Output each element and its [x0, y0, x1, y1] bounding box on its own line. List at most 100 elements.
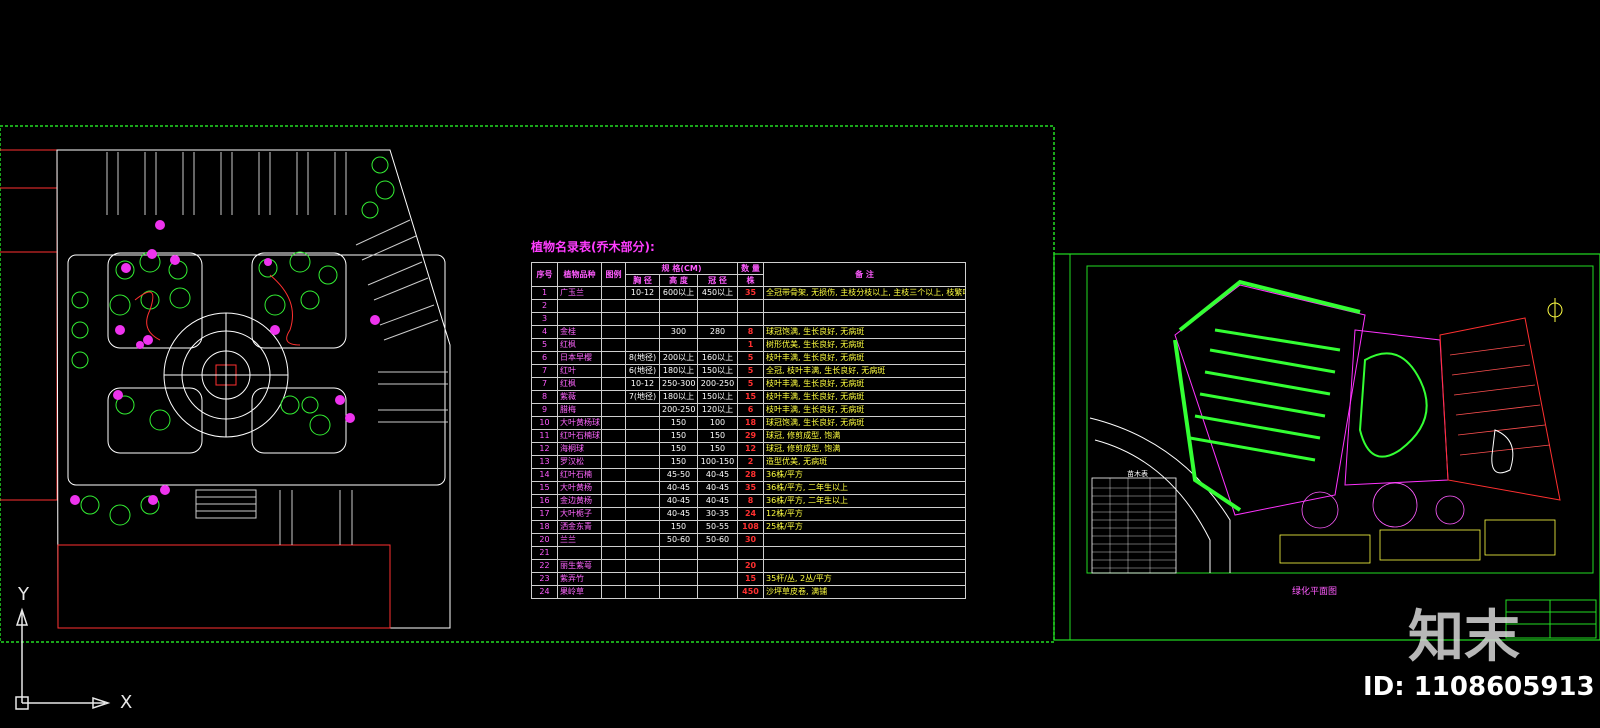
cell-name: 广玉兰	[557, 286, 602, 300]
legend-symbol-cell	[601, 325, 626, 339]
watermark-logo: 知末	[1408, 605, 1520, 670]
cell-name: 红枫	[557, 377, 602, 391]
cell-no: 16	[531, 494, 558, 508]
cell-no: 2	[531, 299, 558, 313]
cell-r: 枝叶丰满, 生长良好, 无病斑	[763, 377, 967, 391]
cell-q: 15	[737, 390, 765, 404]
cell-h: 300	[659, 325, 698, 339]
cell-no: 23	[531, 572, 558, 586]
cell-c: 50-55	[696, 520, 739, 534]
cell-h	[659, 559, 698, 573]
cell-dia	[625, 403, 660, 417]
cell-c	[696, 585, 739, 599]
cell-r: 球冠饱满, 生长良好, 无病斑	[763, 416, 967, 430]
cell-h: 200-250	[659, 403, 698, 417]
cell-name: 海桐球	[557, 442, 602, 456]
cell-q: 18	[737, 416, 765, 430]
cell-dia: 10-12	[625, 377, 660, 391]
cell-no: 20	[531, 533, 558, 547]
cell-h: 150	[659, 429, 698, 443]
cell-name: 金桂	[557, 325, 602, 339]
legend-symbol-cell	[601, 572, 626, 586]
cell-c: 160以上	[696, 351, 739, 365]
cell-c	[696, 546, 739, 560]
cell-r	[763, 312, 967, 326]
site-plan-title: 绿化平面图	[1292, 587, 1338, 597]
cell-q: 5	[737, 351, 765, 365]
col-unit-header: 株	[737, 274, 765, 287]
cell-h: 600以上	[659, 286, 698, 300]
cell-c	[696, 572, 739, 586]
legend-symbol-cell	[601, 546, 626, 560]
cell-dia	[625, 494, 660, 508]
cell-dia	[625, 312, 660, 326]
landscape-plan-left	[0, 149, 451, 629]
cell-c: 200-250	[696, 377, 739, 391]
cell-dia	[625, 507, 660, 521]
cell-c	[696, 559, 739, 573]
cell-dia	[625, 559, 660, 573]
cell-h: 50-60	[659, 533, 698, 547]
cell-name: 紫薇	[557, 390, 602, 404]
cell-no: 4	[531, 325, 558, 339]
cell-q: 1	[737, 338, 765, 352]
legend-symbol-cell	[601, 390, 626, 404]
ucs-x-label: X	[120, 692, 133, 713]
watermark-id: ID: 1108605913	[1363, 672, 1595, 702]
cell-r: 造型优美, 无病斑	[763, 455, 967, 469]
cell-r: 36株/平方, 二年生以上	[763, 481, 967, 495]
cell-no: 14	[531, 468, 558, 482]
col-legend-header: 图例	[601, 262, 626, 287]
cell-name: 红叶石楠	[557, 468, 602, 482]
cell-name	[557, 299, 602, 313]
cell-no: 7	[531, 364, 558, 378]
cell-no: 15	[531, 481, 558, 495]
cell-dia	[625, 520, 660, 534]
cell-r	[763, 559, 967, 573]
cell-name: 大叶黄杨球	[557, 416, 602, 430]
cell-r: 树形优美, 生长良好, 无病斑	[763, 338, 967, 352]
cell-q: 15	[737, 572, 765, 586]
cell-dia	[625, 429, 660, 443]
cell-dia: 7(地径)	[625, 390, 660, 404]
legend-symbol-cell	[601, 403, 626, 417]
cell-q: 450	[737, 585, 765, 599]
cell-name	[557, 546, 602, 560]
cell-r: 沙坪草皮卷, 满铺	[763, 585, 967, 599]
cell-h: 150	[659, 455, 698, 469]
cell-name: 红枫	[557, 338, 602, 352]
cell-name: 大叶黄杨	[557, 481, 602, 495]
ucs-axis-icon	[15, 607, 111, 710]
table-row: 2	[531, 299, 967, 313]
cell-dia	[625, 481, 660, 495]
cell-name: 红叶石楠球	[557, 429, 602, 443]
cell-c: 150以上	[696, 364, 739, 378]
cell-no: 7	[531, 377, 558, 391]
cell-h: 180以上	[659, 390, 698, 404]
plant-list-table: 序号 植物品种 图例 规 格(CM) 数 量 备 注 胸 径 高 度 冠 径 株…	[531, 262, 967, 599]
cell-c: 150	[696, 429, 739, 443]
cell-q: 6	[737, 403, 765, 417]
col-no-header: 序号	[531, 262, 558, 287]
cell-c: 40-45	[696, 494, 739, 508]
legend-symbol-cell	[601, 286, 626, 300]
cell-name: 大叶栀子	[557, 507, 602, 521]
cell-c: 120以上	[696, 403, 739, 417]
cell-r: 球冠, 修剪成型, 饱满	[763, 442, 967, 456]
cell-r: 36株/平方, 二年生以上	[763, 494, 967, 508]
legend-symbol-cell	[601, 429, 626, 443]
cell-c: 280	[696, 325, 739, 339]
cell-r: 球冠饱满, 生长良好, 无病斑	[763, 325, 967, 339]
cell-no: 24	[531, 585, 558, 599]
cell-dia: 8(地径)	[625, 351, 660, 365]
table-row: 3	[531, 312, 967, 326]
legend-symbol-cell	[601, 520, 626, 534]
